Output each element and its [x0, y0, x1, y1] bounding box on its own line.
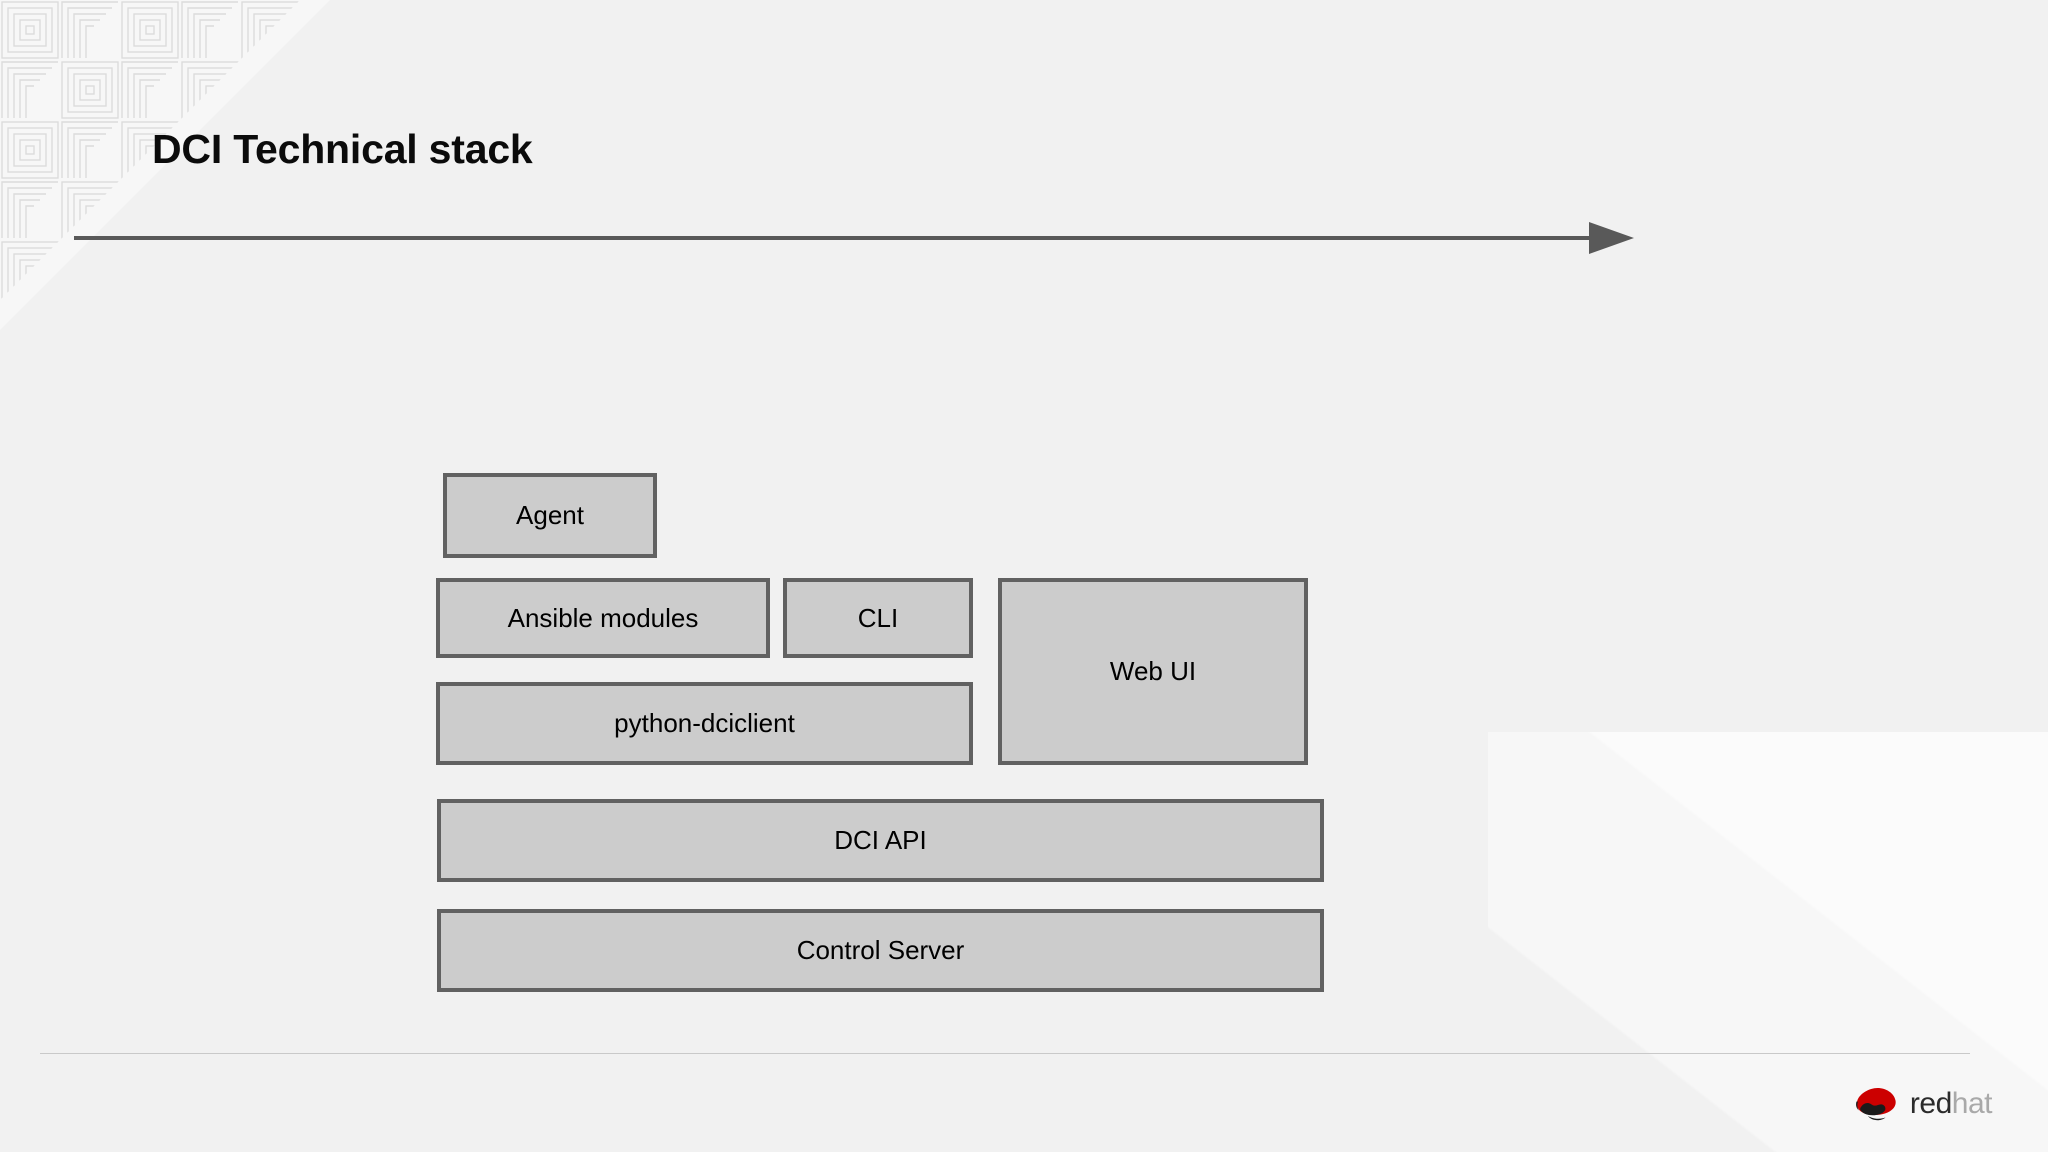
- stack-node-label: Agent: [516, 500, 584, 530]
- progress-arrow: [74, 218, 1634, 258]
- stack-node-python-dciclient[interactable]: python-dciclient: [436, 682, 973, 765]
- stack-node-cli[interactable]: CLI: [783, 578, 973, 658]
- progress-arrow-icon: [74, 222, 1634, 254]
- redhat-word-red: red: [1909, 1087, 1952, 1120]
- stack-node-dci-api[interactable]: DCI API: [437, 799, 1324, 882]
- stack-node-label: CLI: [857, 602, 899, 633]
- stack-node-ansible-modules[interactable]: Ansible modules: [436, 578, 770, 658]
- redhat-word-hat: hat: [1951, 1087, 1993, 1120]
- stack-node-label: python-dciclient: [614, 708, 795, 738]
- page-title: DCI Technical stack: [152, 126, 533, 172]
- redhat-logo: redhat: [1854, 1080, 1993, 1128]
- stack-node-control-server[interactable]: Control Server: [437, 909, 1324, 992]
- stack-node-label: Web UI: [1109, 656, 1197, 686]
- footer-divider: [40, 1053, 1970, 1054]
- redhat-shadowman-icon: [1855, 1088, 1896, 1121]
- stack-node-label: DCI API: [834, 825, 927, 855]
- stack-node-web-ui[interactable]: Web UI: [998, 578, 1308, 765]
- redhat-wordmark: redhat: [1909, 1087, 1993, 1120]
- stack-node-label: Control Server: [796, 935, 965, 965]
- stack-node-agent[interactable]: Agent: [443, 473, 657, 558]
- stack-node-label: Ansible modules: [507, 602, 699, 633]
